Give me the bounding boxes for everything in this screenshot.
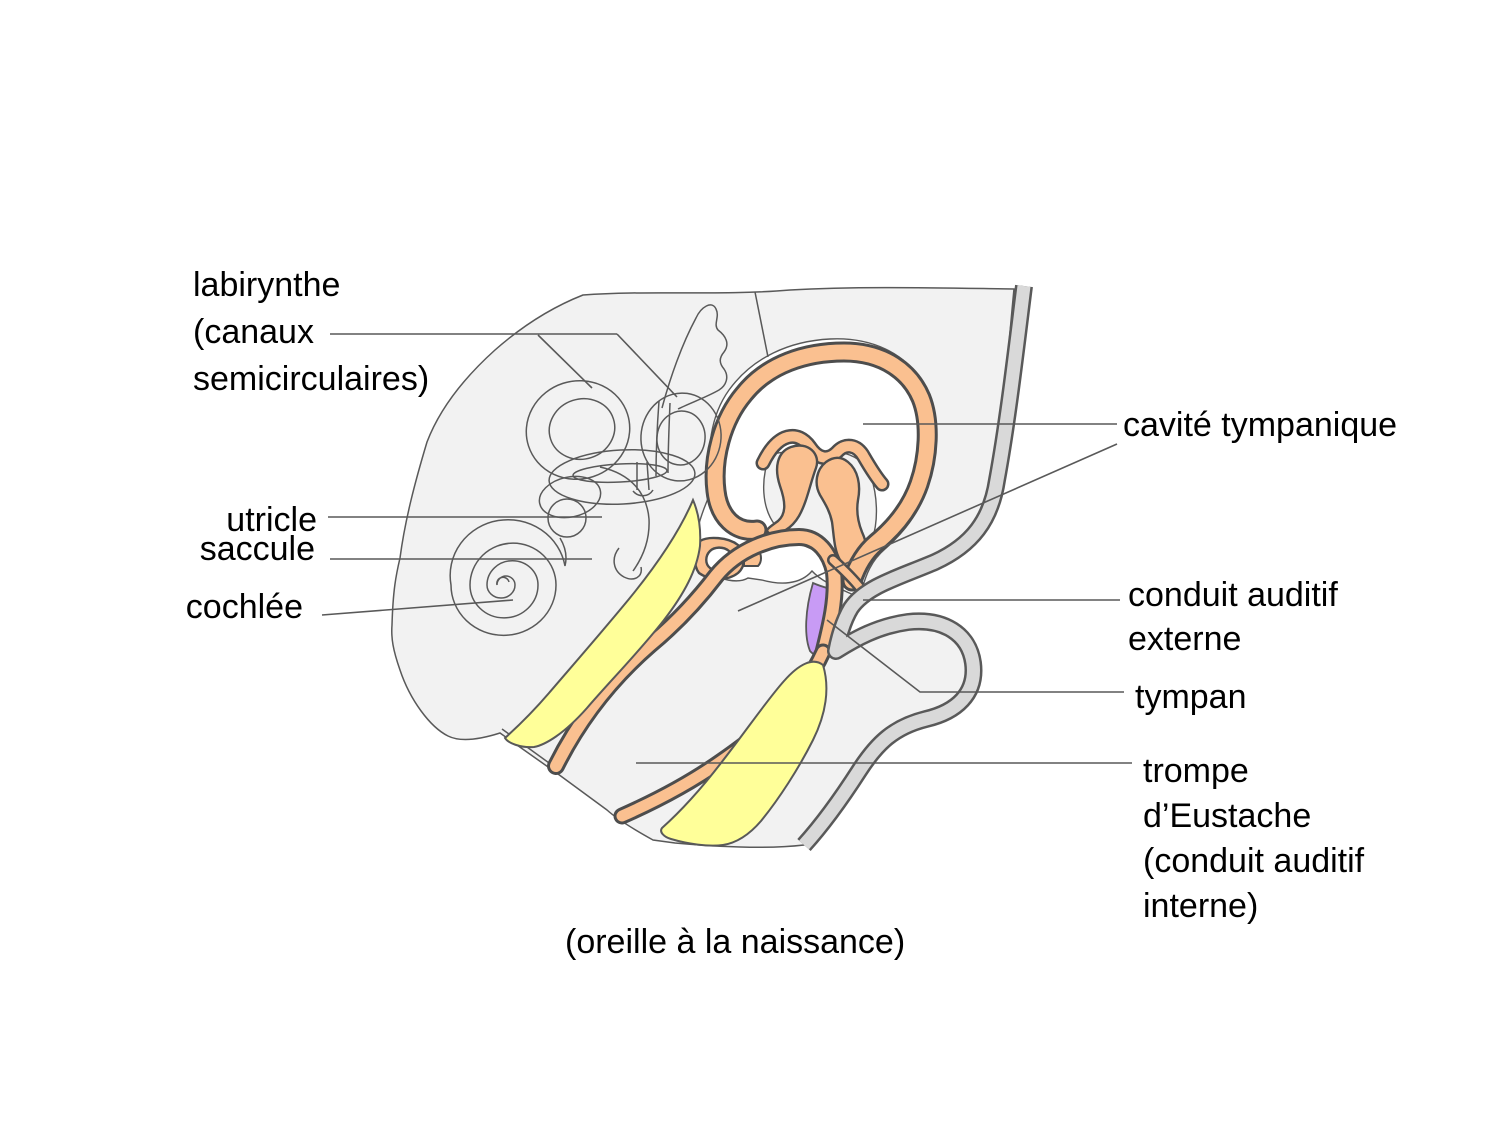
- lateral-canal-outer: [548, 449, 696, 505]
- label-eustachian: trompe d’Eustache (conduit auditif inter…: [1143, 749, 1364, 929]
- label-labyrinth-line2: (canaux: [193, 313, 314, 351]
- label-external-canal: conduit auditif externe: [1128, 573, 1338, 661]
- saccule-shape: [547, 498, 587, 538]
- anterior-canal-outer: [525, 379, 631, 481]
- membrane-attachment: [829, 556, 865, 593]
- label-eustachian-line4: interne): [1143, 887, 1259, 925]
- label-saccule: saccule: [199, 530, 315, 568]
- leader-labyrinth-branch-1: [537, 334, 593, 389]
- label-external-canal-line2: externe: [1128, 620, 1242, 658]
- ossicle-fold: [758, 431, 887, 489]
- leader-labyrinth-branch-2: [616, 333, 678, 398]
- label-labyrinth: labirynthe (canaux semicirculaires): [193, 262, 429, 403]
- eustachian-wall-upper: [550, 531, 841, 772]
- label-eustachian-line1: trompe: [1143, 752, 1249, 790]
- cochlea-spiral: [449, 518, 567, 637]
- label-tympanic-cavity: cavité tympanique: [1123, 406, 1398, 444]
- label-utricle: utricle: [226, 501, 317, 539]
- leader-cochlea: [321, 599, 514, 616]
- leader-tympanic-cavity-diagonal: [737, 443, 1118, 612]
- lateral-canal-inner: [572, 462, 668, 484]
- fissure-line: [754, 291, 769, 358]
- leader-eardrum: [826, 619, 1124, 693]
- label-eardrum: tympan: [1135, 678, 1247, 716]
- label-labyrinth-line3: semicirculaires): [193, 360, 430, 398]
- anterior-canal-inner: [548, 397, 616, 461]
- endolymphatic-duct: [661, 304, 728, 410]
- label-eustachian-line3: (conduit auditif: [1143, 842, 1365, 880]
- common-crus-line-2: [667, 402, 671, 474]
- bone-strip-yellow-upper: [503, 497, 702, 749]
- crus-connector-2: [646, 461, 650, 491]
- tympanic-ring: [707, 344, 935, 589]
- round-window-hook: [613, 547, 643, 580]
- label-external-canal-line1: conduit auditif: [1128, 576, 1338, 614]
- common-crus-line-1: [655, 400, 660, 477]
- vestibule-curve: [599, 466, 650, 572]
- label-labyrinth-line1: labirynthe: [193, 266, 341, 304]
- caption: (oreille à la naissance): [565, 923, 906, 961]
- label-cochlea: cochlée: [185, 588, 303, 626]
- posterior-canal-outer: [640, 392, 722, 482]
- outer-ear-skin-band: [799, 285, 1031, 850]
- label-eustachian-line2: d’Eustache: [1143, 797, 1312, 835]
